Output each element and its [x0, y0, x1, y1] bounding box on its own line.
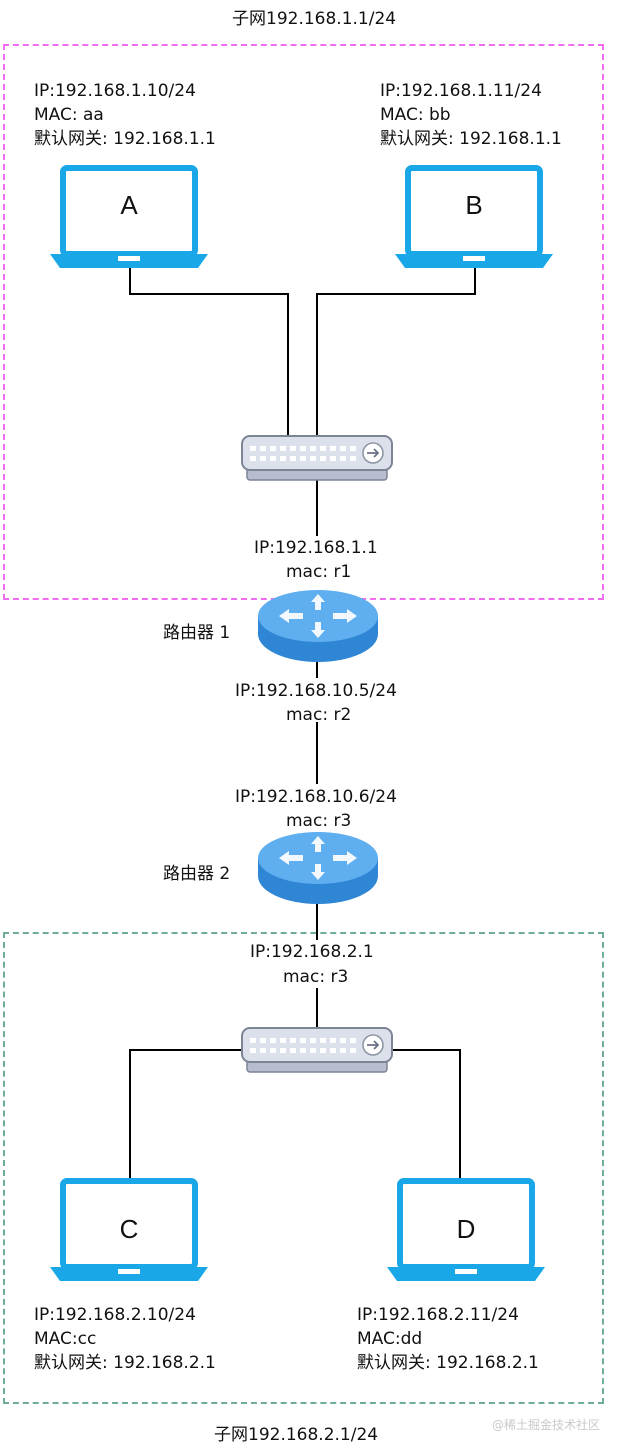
router-2-label: 路由器 2 — [163, 864, 231, 884]
laptop-c-icon — [50, 1178, 208, 1281]
link-a-down — [129, 267, 131, 294]
host-d-mac: MAC:dd — [357, 1329, 423, 1349]
laptop-a-icon — [50, 165, 208, 268]
host-d-gateway: 默认网关: 192.168.2.1 — [357, 1353, 539, 1373]
switch-1-icon — [241, 435, 393, 481]
router-1-wan-mac: mac: r2 — [286, 705, 352, 725]
router-1-lan-mac: mac: r1 — [286, 562, 352, 582]
link-b-down — [474, 267, 476, 294]
link-router1-wan-top — [316, 662, 318, 678]
router-2-lan-ip: IP:192.168.2.1 — [250, 942, 374, 962]
subnet-2-boundary — [3, 932, 604, 1404]
link-a-to-switch — [287, 293, 289, 435]
link-c-horizontal — [129, 1049, 242, 1051]
link-d-down — [459, 1049, 461, 1179]
link-router2-switch2 — [316, 988, 318, 1028]
router-2-lan-mac: mac: r3 — [283, 967, 349, 987]
subnet-2-title: 子网192.168.2.1/24 — [214, 1425, 379, 1445]
router-2-icon — [258, 832, 378, 904]
router-1-lan-ip: IP:192.168.1.1 — [254, 538, 378, 558]
router-1-icon — [258, 590, 378, 662]
link-switch1-router1 — [316, 478, 318, 536]
link-router2-lan — [316, 904, 318, 940]
laptop-a-label: A — [120, 190, 138, 220]
subnet-1-title: 子网192.168.1.1/24 — [232, 9, 397, 29]
laptop-b-label: B — [465, 190, 483, 220]
router-1-label: 路由器 1 — [163, 623, 231, 643]
switch-2-icon — [241, 1027, 393, 1073]
link-d-horizontal — [392, 1049, 460, 1051]
host-b-ip: IP:192.168.1.11/24 — [380, 81, 542, 101]
laptop-d-label: D — [456, 1214, 476, 1244]
host-a-gateway: 默认网关: 192.168.1.1 — [34, 129, 216, 149]
host-c-ip: IP:192.168.2.10/24 — [34, 1305, 196, 1325]
link-a-horizontal — [129, 293, 288, 295]
link-router1-router2 — [316, 722, 318, 784]
host-c-gateway: 默认网关: 192.168.2.1 — [34, 1353, 216, 1373]
link-b-horizontal — [316, 293, 476, 295]
host-b-gateway: 默认网关: 192.168.1.1 — [380, 129, 562, 149]
laptop-b-icon — [395, 165, 553, 268]
link-b-to-switch — [316, 293, 318, 435]
host-a-ip: IP:192.168.1.10/24 — [34, 81, 196, 101]
link-c-down — [129, 1049, 131, 1179]
laptop-c-label: C — [119, 1214, 139, 1244]
host-b-mac: MAC: bb — [380, 105, 451, 125]
watermark: @稀土掘金技术社区 — [491, 1418, 600, 1432]
host-d-ip: IP:192.168.2.11/24 — [357, 1305, 519, 1325]
router-1-wan-ip: IP:192.168.10.5/24 — [235, 681, 397, 701]
router-2-wan-mac: mac: r3 — [286, 811, 352, 831]
host-a-mac: MAC: aa — [34, 105, 104, 125]
laptop-d-icon — [387, 1178, 545, 1281]
router-2-wan-ip: IP:192.168.10.6/24 — [235, 787, 397, 807]
host-c-mac: MAC:cc — [34, 1329, 97, 1349]
